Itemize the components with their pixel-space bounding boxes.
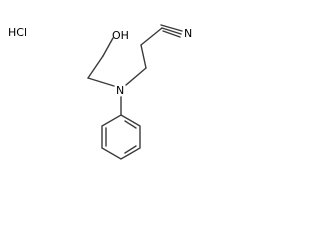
bond-c-c-chain2 [140,44,147,69]
phenyl-ring [101,114,141,160]
hydroxyethyl-chain [87,37,115,87]
bond-nitrile-triple-1 [161,27,182,35]
phenyl-hexagon [101,114,141,160]
bond-c-o [102,37,114,57]
hcl-label: HCl [8,26,27,39]
bond-nitrile-triple-3 [160,24,183,32]
phenyl-double-bond-1 [124,120,137,129]
chemical-structure-diagram: HCl OH N N [8,24,192,160]
bond-c-n-chain1 [87,77,115,87]
bond-n-c-chain2 [125,67,147,86]
cyanoethyl-chain [125,24,183,86]
bond-c-c-nitrile [140,27,163,46]
phenyl-double-bond-2 [124,145,137,154]
bond-c-c-chain1 [87,55,104,79]
bond-nitrile-triple-2 [162,30,181,38]
amine-nitrogen-label: N [116,84,124,97]
nitrile-nitrogen-label: N [184,27,192,40]
hydroxyl-label: OH [112,29,129,42]
